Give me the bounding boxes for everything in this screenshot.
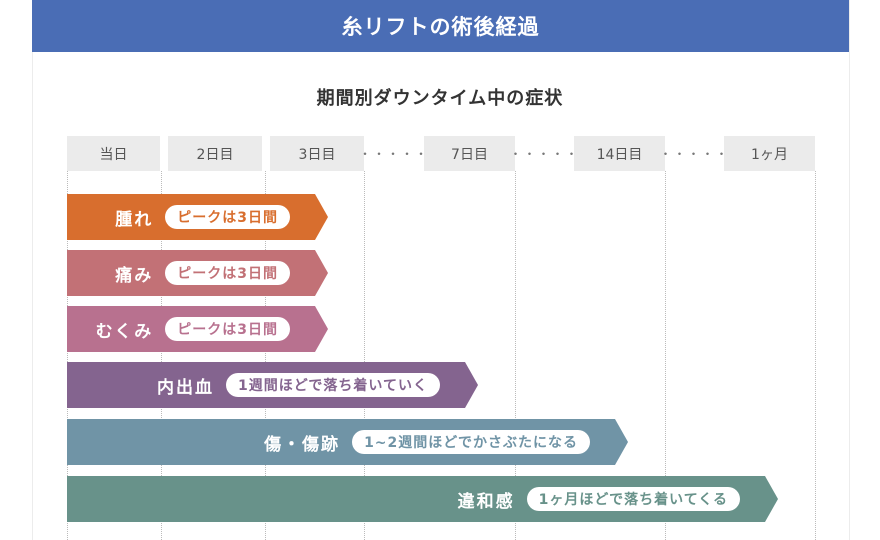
symptom-bar: 違和感 1ヶ月ほどで落ち着いてくる xyxy=(67,476,778,522)
symptom-label: 傷・傷跡 xyxy=(264,434,341,455)
symptom-label: 腫れ xyxy=(115,209,154,230)
symptom-note-pill: 1ヶ月ほどで落ち着いてくる xyxy=(527,487,740,511)
column-day0: 当日 xyxy=(67,136,160,171)
symptom-bar: 痛みピークは3日間 xyxy=(67,250,328,296)
symptom-note-pill: ピークは3日間 xyxy=(165,261,290,285)
grid-line xyxy=(815,171,816,540)
symptom-label: むくみ xyxy=(95,321,154,342)
column-day14: 14日目 xyxy=(574,136,665,171)
symptom-note-pill: 1週間ほどで落ち着いていく xyxy=(226,373,440,397)
symptom-label: 痛み xyxy=(115,265,154,286)
grid-line xyxy=(364,171,365,540)
symptom-label: 内出血 xyxy=(156,377,214,398)
symptom-note-pill: 1~2週間ほどでかさぶたになる xyxy=(352,430,590,454)
symptom-bar: 内出血 1週間ほどで落ち着いていく xyxy=(67,362,478,408)
grid-line xyxy=(515,171,516,540)
grid-line xyxy=(161,171,162,540)
symptom-note-pill: ピークは3日間 xyxy=(165,205,290,229)
grid-line xyxy=(265,171,266,540)
ellipsis: ・・・・・ xyxy=(359,147,430,161)
grid-line xyxy=(67,171,68,540)
ellipsis: ・・・・・ xyxy=(659,147,730,161)
grid-line xyxy=(665,171,666,540)
symptom-label: 違和感 xyxy=(457,491,515,512)
ellipsis: ・・・・・ xyxy=(509,147,580,161)
symptom-note-pill: ピークは3日間 xyxy=(165,317,290,341)
symptom-bar: 腫れピークは3日間 xyxy=(67,194,328,240)
column-day2: 2日目 xyxy=(168,136,262,171)
chart-subtitle: 期間別ダウンタイム中の症状 xyxy=(316,88,564,109)
column-day7: 7日目 xyxy=(424,136,515,171)
header-title: 糸リフトの術後経過 xyxy=(32,0,849,52)
symptom-bar: むくみピークは3日間 xyxy=(67,306,328,352)
symptom-bar: 傷・傷跡 1~2週間ほどでかさぶたになる xyxy=(67,419,628,465)
column-month1: 1ヶ月 xyxy=(724,136,815,171)
column-day3: 3日目 xyxy=(270,136,364,171)
